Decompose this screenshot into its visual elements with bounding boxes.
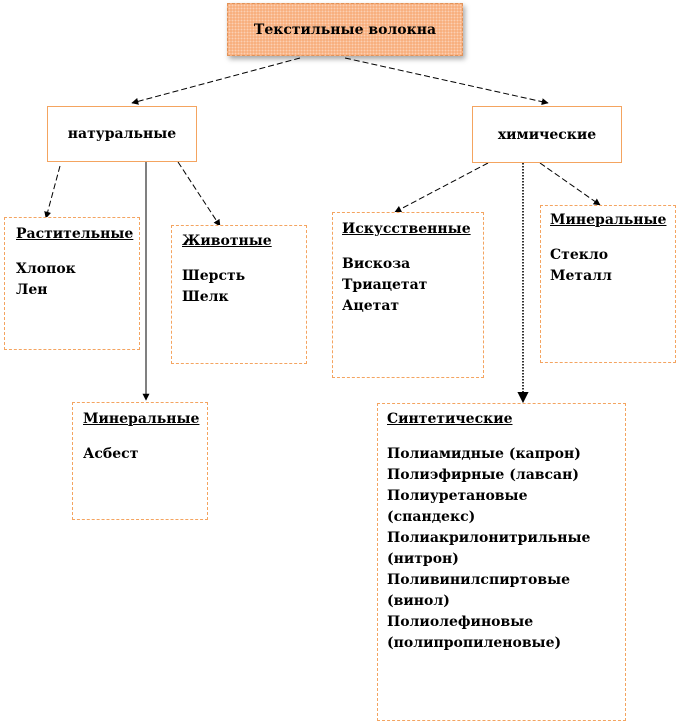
artificial-fibers-list: Вискоза Триацетат Ацетат (342, 254, 483, 317)
list-item: Полиолефиновые (полипропиленовые) (387, 614, 562, 651)
list-item: Лен (16, 282, 48, 298)
chemical-label: химические (497, 126, 597, 143)
natural-mineral-fibers-heading: Минеральные (83, 411, 200, 427)
chemical-node: химические (472, 106, 622, 163)
animal-fibers-list: Шерсть Шелк (182, 266, 306, 308)
list-item: Триацетат (342, 277, 428, 293)
list-item: Асбест (83, 446, 139, 462)
list-item: Шелк (182, 289, 229, 305)
natural-mineral-fibers-list: Асбест (83, 444, 207, 465)
list-item: Металл (550, 268, 612, 284)
list-item: Ацетат (342, 298, 400, 314)
list-item: Полиэфирные (лавсан) (387, 467, 579, 483)
list-item: Шерсть (182, 268, 246, 284)
list-item: Полиуретановые (спандекс) (387, 488, 528, 525)
root-label: Текстильные волокна (253, 21, 437, 38)
list-item: Стекло (550, 247, 609, 263)
artificial-fibers-heading: Искусственные (342, 221, 471, 237)
synthetic-fibers-box: Синтетические Полиамидные (капрон) Полиэ… (377, 403, 626, 721)
artificial-fibers-box: Искусственные Вискоза Триацетат Ацетат (332, 212, 484, 378)
arrow-root-to-natural (131, 57, 301, 105)
chemical-mineral-fibers-box: Минеральные Стекло Металл (540, 205, 676, 363)
list-item: Поливинилспиртовые (винол) (387, 572, 571, 609)
arrow-natural-to-animal (177, 161, 221, 227)
arrow-root-to-chemical (344, 57, 549, 106)
arrow-chemical-to-mineral (539, 162, 601, 206)
arrow-chemical-to-artificial (394, 162, 489, 213)
plant-fibers-box: Растительные Хлопок Лен (4, 217, 140, 350)
chemical-mineral-fibers-heading: Минеральные (550, 212, 667, 228)
natural-mineral-fibers-box: Минеральные Асбест (72, 402, 208, 520)
synthetic-fibers-list: Полиамидные (капрон) Полиэфирные (лавсан… (387, 444, 619, 654)
list-item: Вискоза (342, 256, 411, 272)
plant-fibers-list: Хлопок Лен (16, 259, 139, 301)
animal-fibers-box: Животные Шерсть Шелк (171, 225, 307, 364)
list-item: Полиамидные (капрон) (387, 446, 581, 462)
chemical-mineral-fibers-list: Стекло Металл (550, 245, 675, 287)
synthetic-fibers-heading: Синтетические (387, 411, 513, 427)
plant-fibers-heading: Растительные (16, 226, 134, 242)
root-node: Текстильные волокна (227, 3, 463, 56)
natural-label: натуральные (67, 126, 177, 142)
arrow-natural-to-plant (44, 165, 61, 219)
list-item: Хлопок (16, 261, 76, 277)
list-item: Полиакрилонитрильные (нитрон) (387, 530, 591, 567)
natural-node: натуральные (47, 106, 197, 162)
animal-fibers-heading: Животные (182, 233, 272, 249)
